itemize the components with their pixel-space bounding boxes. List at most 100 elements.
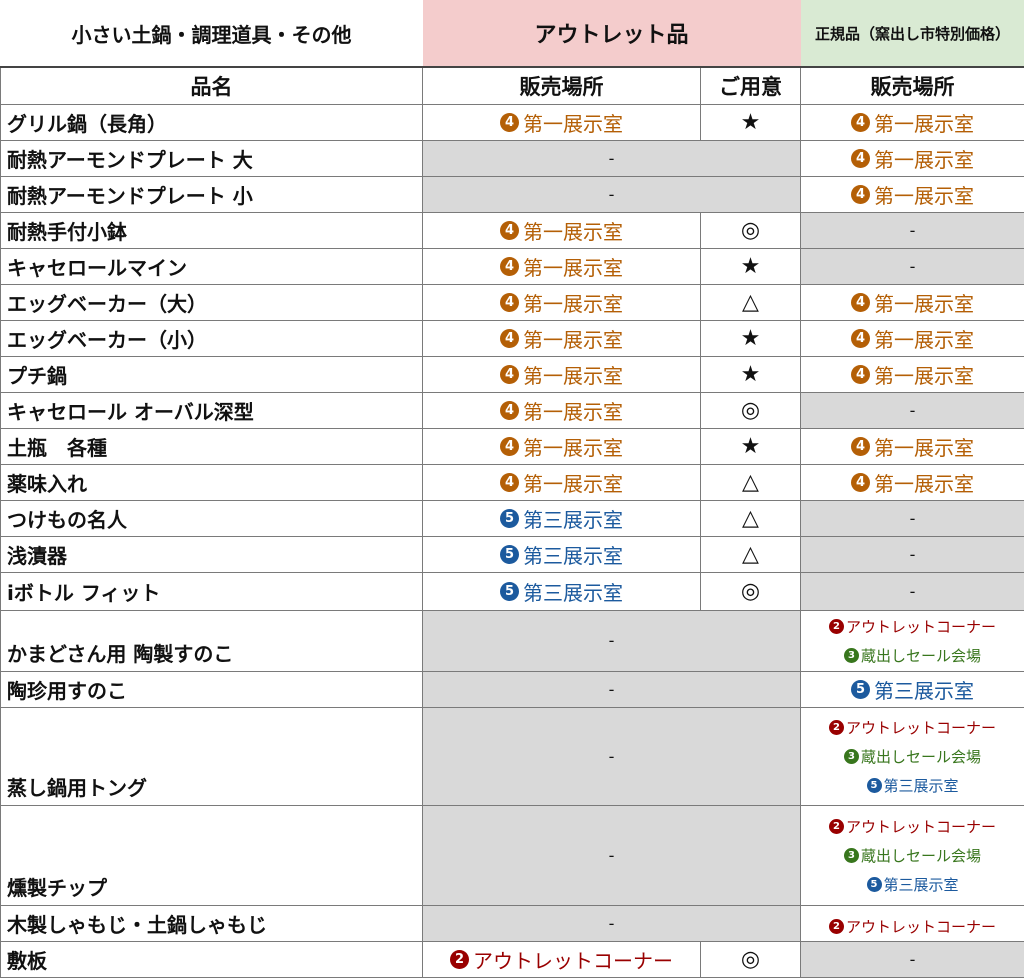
column-header-outlet-place: 販売場所 (422, 66, 701, 105)
regular-unavailable-cell: - (800, 535, 1024, 573)
outlet-unavailable-cell: - (421, 804, 802, 906)
location-number-badge-icon: 4 (500, 401, 519, 420)
item-name: キャセロールマイン (0, 247, 423, 285)
location-name: 第一展示室 (523, 364, 623, 388)
location-name: 第三展示室 (883, 875, 959, 894)
item-name: かまどさん用 陶製すのこ (0, 609, 423, 672)
item-name: プチ鍋 (0, 355, 423, 393)
location-number-badge-icon: 4 (500, 329, 519, 348)
location-name: 第一展示室 (874, 292, 975, 316)
location-number-badge-icon: 3 (844, 647, 859, 663)
outlet-unavailable-cell: - (421, 139, 802, 177)
column-header-row: 品名 販売場所 ご用意 販売場所 (0, 66, 1024, 105)
location-number-badge-icon: 2 (829, 818, 844, 834)
location-name: アウトレットコーナー (846, 817, 997, 836)
item-name: 燻製チップ (0, 804, 423, 906)
item-name: キャセロール オーバル深型 (0, 391, 423, 429)
item-name: 陶珍用すのこ (0, 670, 423, 708)
location-number-badge-icon: 4 (500, 293, 519, 312)
location-name: 第一展示室 (874, 184, 975, 208)
item-name: 耐熱手付小鉢 (0, 211, 423, 249)
regular-unavailable-cell: - (800, 499, 1024, 537)
location-number-badge-icon: 5 (851, 680, 871, 699)
location-name: 第一展示室 (523, 292, 623, 316)
location-number-badge-icon: 2 (829, 719, 844, 735)
location-name: 第一展示室 (874, 112, 975, 136)
location-number-badge-icon: 4 (500, 221, 519, 240)
prepared-mark: ★ (699, 427, 802, 465)
location-name: 第一展示室 (874, 148, 975, 172)
item-name: グリル鍋（長角） (0, 103, 423, 141)
location-name: 第一展示室 (874, 364, 975, 388)
location-number-badge-icon: 5 (500, 545, 519, 564)
item-name: 薬味入れ (0, 463, 423, 501)
location-number-badge-icon: 2 (450, 950, 469, 969)
item-name: 浅漬器 (0, 535, 423, 573)
regular-title: 正規品（窯出し市特別価格） (800, 0, 1024, 68)
location-name: アウトレットコーナー (846, 718, 997, 737)
location-name: アウトレットコーナー (473, 949, 673, 973)
location-name: 蔵出しセール会場 (861, 846, 982, 865)
location-name: 第三展示室 (523, 508, 623, 532)
outlet-title: アウトレット品 (422, 0, 801, 68)
location-name: 第一展示室 (523, 112, 623, 136)
prepared-mark: ◎ (699, 391, 802, 429)
item-name: iボトル フィット (0, 571, 423, 611)
location-number-badge-icon: 4 (851, 185, 871, 204)
location-name: 第三展示室 (523, 544, 623, 568)
location-name: 第一展示室 (523, 436, 623, 460)
prepared-mark: ★ (699, 247, 802, 285)
location-number-badge-icon: 4 (851, 437, 871, 456)
prepared-mark: ◎ (699, 571, 802, 611)
location-name: 蔵出しセール会場 (861, 747, 982, 766)
location-name: 第一展示室 (874, 328, 975, 352)
regular-unavailable-cell: - (800, 247, 1024, 285)
location-name: 第三展示室 (874, 679, 975, 703)
item-name: 耐熱アーモンドプレート 小 (0, 175, 423, 213)
prepared-mark: △ (699, 499, 802, 537)
regular-unavailable-cell: - (800, 211, 1024, 249)
location-name: 第一展示室 (523, 400, 623, 424)
